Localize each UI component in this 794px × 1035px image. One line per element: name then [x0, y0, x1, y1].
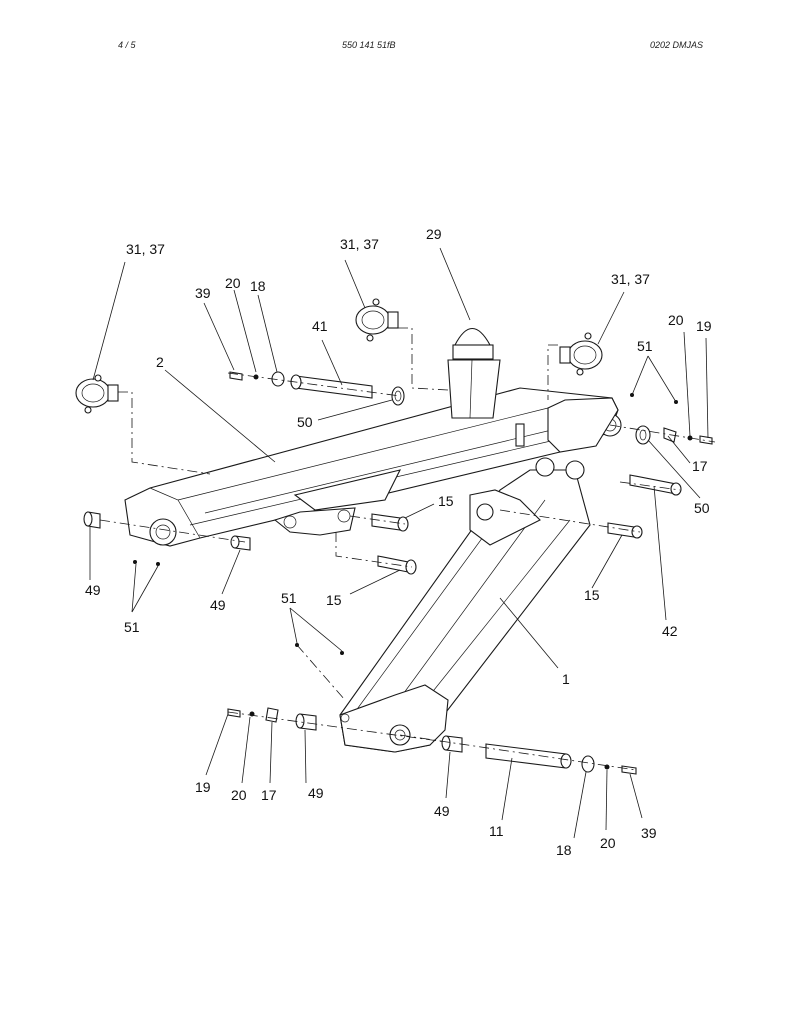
callout-20-right: 20: [668, 312, 684, 328]
hose-clamp-middle: [355, 298, 399, 342]
pin-11-assembly: [227, 707, 637, 775]
leader-lines: [89, 247, 709, 839]
callout-51-middle: 51: [281, 590, 297, 606]
page-number: 4 / 5: [118, 40, 136, 50]
callout-50-right: 50: [694, 500, 710, 516]
callout-17-right: 17: [692, 458, 708, 474]
callout-49-c: 49: [308, 785, 324, 801]
callout-39-bottom: 39: [641, 825, 657, 841]
document-code: 0202 DMJAS: [650, 40, 704, 50]
callout-2: 2: [156, 354, 164, 370]
main-boom-arm: [124, 387, 622, 547]
callout-17-bottom: 17: [261, 787, 277, 803]
callout-49-a: 49: [85, 582, 101, 598]
callout-49-d: 49: [434, 803, 450, 819]
callout-15-a: 15: [438, 493, 454, 509]
document-number: 550 141 51fB: [342, 40, 396, 50]
callout-18-top: 18: [250, 278, 266, 294]
hose-clamp-right: [559, 332, 603, 376]
pin-42-assembly: [629, 393, 713, 496]
callout-19-right: 19: [696, 318, 712, 334]
callout-41: 41: [312, 318, 328, 334]
callout-50-left: 50: [297, 414, 313, 430]
callout-39-top: 39: [195, 285, 211, 301]
callout-11: 11: [489, 823, 504, 839]
callout-20-top: 20: [225, 275, 241, 291]
callout-42: 42: [662, 623, 678, 639]
hose-clamp-left: [75, 374, 119, 414]
callout-15-b: 15: [326, 592, 342, 608]
bushings-49: [83, 511, 463, 753]
callout-19-bottom: 19: [195, 779, 211, 795]
callout-51-top: 51: [637, 338, 653, 354]
callout-15-c: 15: [584, 587, 600, 603]
callout-18-bottom: 18: [556, 842, 572, 858]
callout-49-b: 49: [210, 597, 226, 613]
callout-20-bottom: 20: [231, 787, 247, 803]
callout-51-left: 51: [124, 619, 140, 635]
diagonal-boom-arm: [339, 457, 591, 753]
top-hook-29: [447, 327, 501, 419]
callout-31-37-middle: 31, 37: [340, 236, 379, 252]
callout-20-bottom-right: 20: [600, 835, 616, 851]
callout-labels: 31, 37 31, 37 29 31, 37 39 20 18 41 2 50…: [85, 226, 712, 858]
callout-29: 29: [426, 226, 442, 242]
callout-31-37-right: 31, 37: [611, 271, 650, 287]
callout-1: 1: [562, 671, 570, 687]
assembly-axes: [99, 327, 716, 771]
callout-31-37-left: 31, 37: [126, 241, 165, 257]
